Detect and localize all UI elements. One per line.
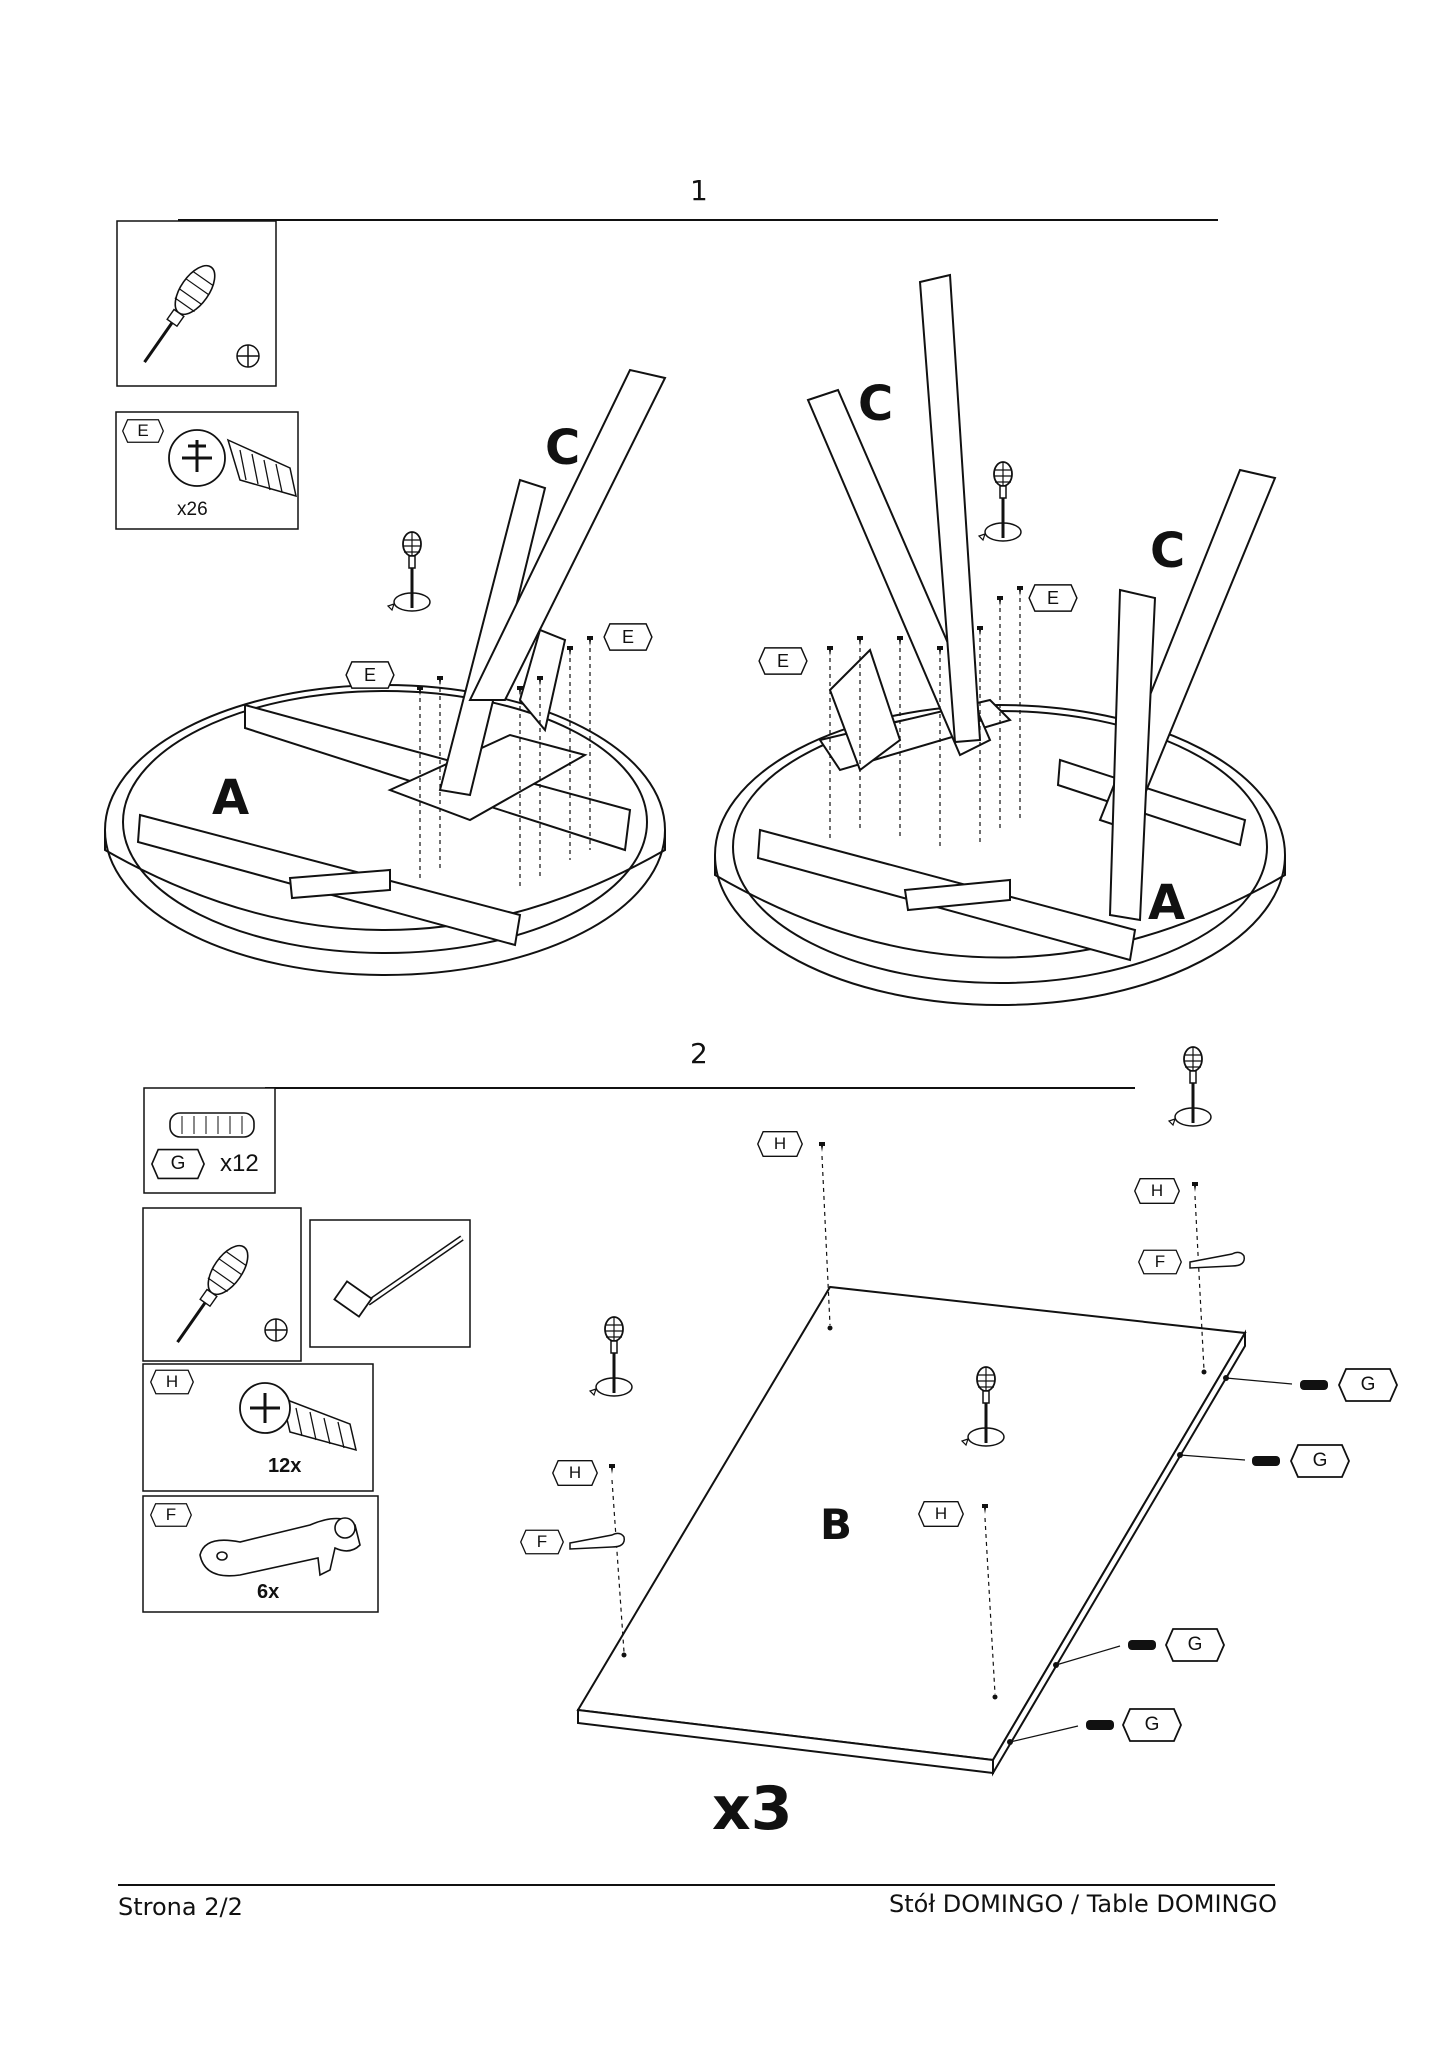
tag-g-2: G (1290, 1444, 1350, 1478)
tag-e-1: E (345, 661, 395, 689)
label-a-left: A (212, 770, 250, 826)
part-f-quantity: 6x (257, 1581, 280, 1603)
step-2-driver-2-icon (588, 1315, 634, 1398)
tag-h-3: H (552, 1459, 598, 1487)
footer-product: Stół DOMINGO / Table DOMINGO (888, 1890, 1277, 1918)
tag-h-2-label: H (1150, 1181, 1164, 1200)
screwdriver-icon-2 (176, 1244, 249, 1343)
tag-f-2-label: F (536, 1532, 548, 1551)
tag-h-4: H (918, 1500, 964, 1528)
tag-f-box-label: F (165, 1505, 177, 1524)
label-c-left: C (545, 420, 581, 476)
label-c-right-2: C (1150, 523, 1186, 579)
step-1-right-driver-icon (977, 460, 1023, 543)
phillips-symbol-icon (236, 344, 260, 368)
panel-b-holes (621, 1325, 1207, 1700)
tag-f-2: F (520, 1528, 564, 1556)
part-g-quantity: x12 (220, 1150, 259, 1177)
step-2-guides (611, 1155, 1205, 1695)
tag-g-3: G (1165, 1628, 1225, 1662)
tag-e-box-label: E (137, 421, 149, 440)
step-2-number: 2 (690, 1037, 708, 1070)
tag-h-1-label: H (773, 1134, 787, 1153)
tag-e-2-label: E (621, 627, 634, 647)
tag-h-2: H (1134, 1177, 1180, 1205)
multiplier-label: x3 (712, 1774, 793, 1844)
tag-g-box-label: G (170, 1153, 186, 1174)
tag-f-1: F (1138, 1248, 1182, 1276)
step-2-dowel-guides (1009, 1377, 1293, 1743)
label-b: B (820, 1500, 853, 1549)
tag-e-2: E (603, 623, 653, 651)
f-brackets (569, 1251, 1245, 1550)
footer-page: Strona 2/2 (118, 1893, 243, 1921)
tag-g-4-label: G (1144, 1714, 1160, 1735)
tag-g-box: G (151, 1148, 205, 1180)
tag-f-1-label: F (1154, 1252, 1166, 1271)
hammer-icon (333, 1235, 464, 1318)
tag-g-2-label: G (1312, 1450, 1328, 1471)
tag-f-box: F (150, 1502, 192, 1528)
step-1-number: 1 (690, 174, 708, 207)
panel-b (576, 1285, 1247, 1777)
step-2-driver-1-icon (1167, 1045, 1213, 1128)
label-a-right: A (1148, 875, 1186, 931)
screw-e-icon (168, 429, 297, 498)
tag-g-1: G (1338, 1368, 1398, 1402)
dowel-g-icon (169, 1112, 255, 1138)
step-1-left-driver-icon (386, 530, 432, 613)
tag-e-box: E (122, 418, 164, 444)
phillips-symbol-icon-2 (264, 1318, 288, 1342)
label-c-right-1: C (858, 376, 894, 432)
tag-g-3-label: G (1187, 1634, 1203, 1655)
screw-h-icon (239, 1382, 358, 1452)
tag-h-4-label: H (934, 1504, 948, 1523)
g-dowels (1086, 1380, 1328, 1730)
tag-e-4: E (1028, 584, 1078, 612)
part-h-quantity: 12x (268, 1455, 302, 1477)
tag-g-1-label: G (1360, 1374, 1376, 1395)
tag-h-3-label: H (568, 1463, 582, 1482)
tag-e-3: E (758, 647, 808, 675)
part-e-quantity: x26 (177, 499, 208, 520)
tag-e-1-label: E (363, 665, 376, 685)
tag-h-1: H (757, 1130, 803, 1158)
step-1-right-table (714, 273, 1286, 1006)
tag-g-4: G (1122, 1708, 1182, 1742)
bracket-f-icon (199, 1517, 361, 1577)
tool-box-hammer (309, 1219, 471, 1348)
tag-e-3-label: E (776, 651, 789, 671)
tag-h-box: H (150, 1369, 194, 1395)
step-1-left-table (104, 368, 667, 976)
screwdriver-icon (143, 264, 216, 363)
tag-h-box-label: H (165, 1372, 179, 1391)
tag-e-4-label: E (1046, 588, 1059, 608)
